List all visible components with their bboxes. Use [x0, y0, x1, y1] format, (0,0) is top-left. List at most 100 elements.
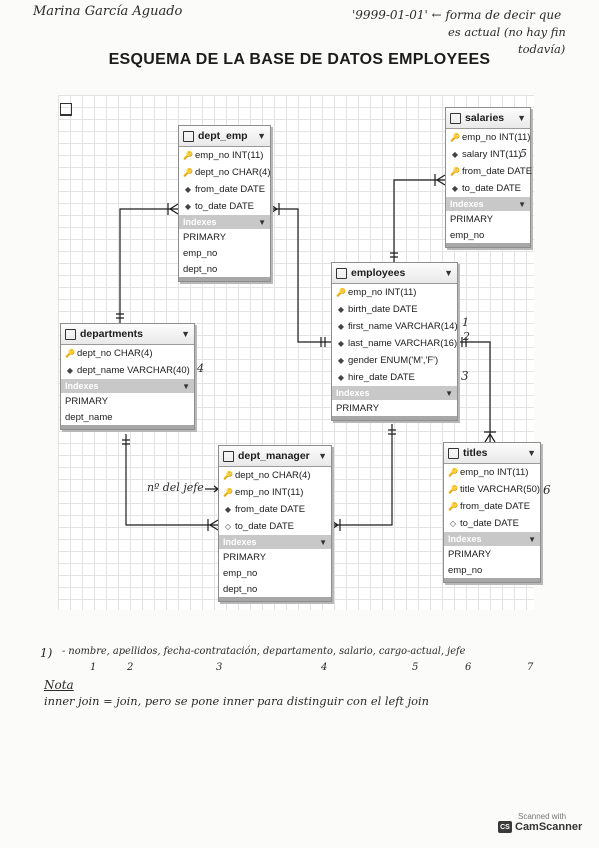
- diamond-icon: ◆: [66, 366, 74, 375]
- table-dept-emp[interactable]: dept_emp ▼ 🔑emp_no INT(11) 🔑dept_no CHAR…: [178, 125, 271, 282]
- column-row[interactable]: 🔑emp_no INT(11): [332, 284, 457, 301]
- table-salaries[interactable]: salaries ▼ 🔑emp_no INT(11) ◆salary INT(1…: [445, 107, 533, 248]
- date-note-line-2: es actual (no hay fin: [448, 25, 566, 39]
- collapse-arrow-icon[interactable]: ▼: [318, 451, 327, 461]
- collapse-arrow-icon[interactable]: ▼: [528, 534, 536, 544]
- indexes-header[interactable]: Indexes▼: [219, 535, 331, 549]
- note-number-1: 1: [90, 662, 97, 673]
- collapse-arrow-icon[interactable]: ▼: [182, 381, 190, 391]
- column-row[interactable]: 🔑dept_no CHAR(4): [61, 345, 194, 362]
- column-row[interactable]: 🔑from_date DATE: [444, 498, 540, 515]
- column-row[interactable]: 🔑title VARCHAR(50): [444, 481, 540, 498]
- table-header[interactable]: dept_emp ▼: [179, 126, 270, 147]
- canvas-corner-icon: [60, 103, 72, 116]
- nota-label: Nota: [44, 678, 74, 692]
- table-icon: [448, 447, 459, 459]
- collapse-arrow-icon[interactable]: ▼: [444, 268, 453, 278]
- column-row[interactable]: ◆from_date DATE: [179, 181, 270, 198]
- diamond-icon: ◆: [337, 356, 345, 365]
- table-departments[interactable]: departments ▼ 🔑dept_no CHAR(4) ◆dept_nam…: [60, 323, 195, 430]
- table-header[interactable]: titles ▼: [444, 443, 540, 464]
- table-icon: [65, 328, 76, 340]
- table-titles[interactable]: titles ▼ 🔑emp_no INT(11) 🔑title VARCHAR(…: [443, 442, 541, 583]
- column-label: from_date DATE: [462, 166, 533, 177]
- indexes-header[interactable]: Indexes ▼: [179, 215, 270, 229]
- index-row[interactable]: PRIMARY: [448, 548, 492, 560]
- table-header[interactable]: salaries ▼: [446, 108, 530, 129]
- column-row[interactable]: ◆last_name VARCHAR(16): [332, 335, 457, 352]
- indexes-header[interactable]: Indexes▼: [332, 386, 457, 400]
- diamond-icon: ◆: [184, 202, 192, 211]
- column-row[interactable]: 🔑from_date DATE: [446, 163, 533, 180]
- column-label: last_name VARCHAR(16): [348, 338, 458, 349]
- table-footer: [446, 243, 530, 247]
- note-number-6: 6: [465, 662, 472, 673]
- index-row[interactable]: dept_no: [183, 263, 218, 275]
- index-row[interactable]: PRIMARY: [223, 551, 267, 563]
- table-dept-manager[interactable]: dept_manager ▼ 🔑dept_no CHAR(4) 🔑emp_no …: [218, 445, 332, 602]
- index-row[interactable]: emp_no: [448, 564, 483, 576]
- note-number-7: 7: [527, 662, 534, 673]
- key-icon: 🔑: [450, 167, 460, 176]
- table-header[interactable]: employees ▼: [332, 263, 457, 284]
- column-row[interactable]: ◆to_date DATE: [179, 198, 270, 215]
- column-row[interactable]: ◆gender ENUM('M','F'): [332, 352, 457, 369]
- index-row[interactable]: PRIMARY: [183, 231, 227, 243]
- collapse-arrow-icon[interactable]: ▼: [258, 217, 266, 227]
- column-row[interactable]: ◇to_date DATE: [444, 515, 540, 532]
- rel-many-mark: [167, 203, 179, 215]
- key-icon: 🔑: [448, 502, 458, 511]
- table-employees[interactable]: employees ▼ 🔑emp_no INT(11) ◆birth_date …: [331, 262, 458, 421]
- indexes-header[interactable]: Indexes▼: [61, 379, 194, 393]
- rel-many-mark: [329, 519, 341, 531]
- index-row[interactable]: PRIMARY: [450, 213, 494, 225]
- collapse-arrow-icon[interactable]: ▼: [517, 113, 526, 123]
- rel-one-mark: [461, 337, 467, 347]
- column-row[interactable]: ◆first_name VARCHAR(14): [332, 318, 458, 335]
- scanned-with-label: Scanned with: [518, 812, 567, 821]
- collapse-arrow-icon[interactable]: ▼: [319, 537, 327, 547]
- collapse-arrow-icon[interactable]: ▼: [527, 448, 536, 458]
- nota-text: inner join = join, pero se pone inner pa…: [44, 694, 429, 708]
- column-row[interactable]: ◆to_date DATE: [446, 180, 530, 197]
- indexes-label: Indexes: [183, 217, 217, 227]
- index-row[interactable]: dept_no: [223, 583, 258, 595]
- collapse-arrow-icon[interactable]: ▼: [445, 388, 453, 398]
- diamond-icon: ◆: [224, 505, 232, 514]
- index-row[interactable]: emp_no: [183, 247, 218, 259]
- column-label: dept_name VARCHAR(40): [77, 365, 190, 376]
- column-row[interactable]: ◆from_date DATE: [219, 501, 331, 518]
- table-name: employees: [351, 267, 406, 279]
- index-row[interactable]: emp_no: [450, 229, 485, 241]
- collapse-arrow-icon[interactable]: ▼: [181, 329, 190, 339]
- indexes-label: Indexes: [448, 534, 482, 544]
- column-row[interactable]: ◆birth_date DATE: [332, 301, 457, 318]
- note-number-5: 5: [412, 662, 419, 673]
- collapse-arrow-icon[interactable]: ▼: [257, 131, 266, 141]
- column-row[interactable]: ◆salary INT(11): [446, 146, 530, 163]
- index-row[interactable]: PRIMARY: [336, 402, 380, 414]
- column-row[interactable]: 🔑dept_no CHAR(4): [219, 467, 331, 484]
- rel-many-mark: [207, 519, 219, 531]
- indexes-header[interactable]: Indexes ▼: [444, 532, 540, 546]
- index-row[interactable]: dept_name: [65, 411, 113, 423]
- indexes-header[interactable]: Indexes▼: [446, 197, 530, 211]
- column-row[interactable]: ◆hire_date DATE: [332, 369, 457, 386]
- column-row[interactable]: 🔑emp_no INT(11): [179, 147, 270, 164]
- key-icon: 🔑: [183, 168, 193, 177]
- key-icon: 🔑: [448, 485, 458, 494]
- table-header[interactable]: departments ▼: [61, 324, 194, 345]
- column-row[interactable]: 🔑emp_no INT(11): [444, 464, 540, 481]
- rel-many-mark: [434, 174, 446, 186]
- index-row[interactable]: PRIMARY: [65, 395, 109, 407]
- column-label: to_date DATE: [235, 521, 294, 532]
- collapse-arrow-icon[interactable]: ▼: [518, 199, 526, 209]
- column-row[interactable]: ◇to_date DATE: [219, 518, 331, 535]
- column-row[interactable]: 🔑dept_no CHAR(4): [179, 164, 271, 181]
- table-header[interactable]: dept_manager ▼: [219, 446, 331, 467]
- index-row[interactable]: emp_no: [223, 567, 258, 579]
- date-note-line-3: todavía): [518, 42, 566, 56]
- column-row[interactable]: 🔑emp_no INT(11): [446, 129, 530, 146]
- column-row[interactable]: 🔑emp_no INT(11): [219, 484, 331, 501]
- column-row[interactable]: ◆dept_name VARCHAR(40): [61, 362, 194, 379]
